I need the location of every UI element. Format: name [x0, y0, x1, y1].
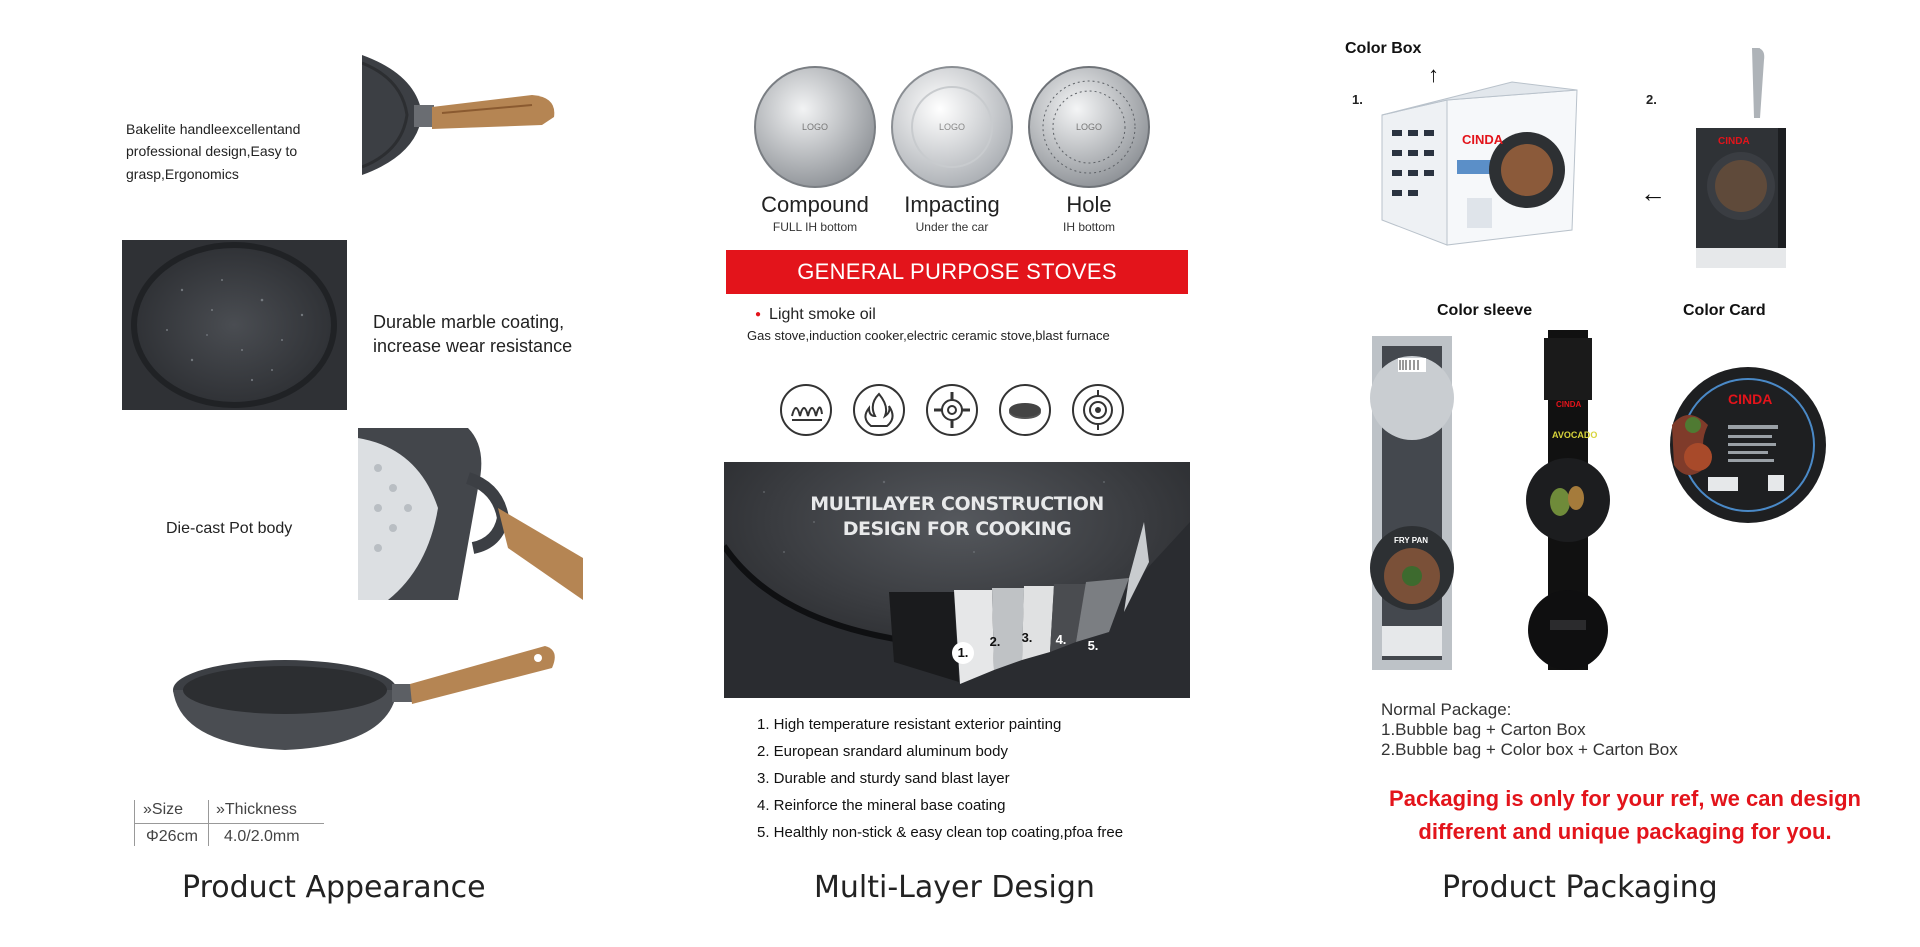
normal-package-title: Normal Package: — [1381, 700, 1512, 719]
hole-name: Hole — [1066, 192, 1112, 217]
layer-item-1: 1. High temperature resistant exterior p… — [757, 716, 1062, 733]
hole-sub: IH bottom — [1062, 220, 1116, 234]
sleeve-black-product: AVOCADO — [1552, 430, 1598, 440]
construction-heading: MULTILAYER CONSTRUCTION DESIGN FOR COOKI… — [810, 493, 1104, 540]
multilayer-panel: LOGO LOGO LOGO Compound FULL IH bottom I… — [700, 0, 1220, 947]
packaging-notice: Packaging is only for your ref, we can d… — [1389, 786, 1861, 844]
sleeve-black-image: CINDA AVOCADO — [1520, 330, 1620, 670]
handle-description: Bakelite handleexcellentand professional… — [126, 121, 301, 182]
gift-box-image: CINDA — [1696, 47, 1786, 268]
spec-divider-vertical-1 — [134, 800, 135, 846]
construction-photo: MULTILAYER CONSTRUCTION DESIGN FOR COOKI… — [724, 462, 1190, 698]
layer-number-5: 5. — [1087, 638, 1099, 653]
color-sleeve-label: Color sleeve — [1437, 302, 1533, 319]
layer-item-3: 3. Durable and sturdy sand blast layer — [757, 770, 1010, 787]
layer-number-4: 4. — [1055, 632, 1067, 647]
color-box-label: Color Box — [1345, 40, 1422, 57]
spec-size-value: Φ26cm — [146, 828, 198, 845]
layer-item-4: 4. Reinforce the mineral base coating — [757, 797, 1006, 814]
spec-thickness-label: »Thickness — [216, 801, 297, 818]
svg-text:LOGO: LOGO — [1076, 122, 1102, 132]
color-box-brand: CINDA — [1462, 132, 1504, 147]
layer-number-3: 3. — [1021, 630, 1033, 645]
hole-label: Hole IH bottom — [1024, 192, 1154, 234]
bullet-dot-icon: ● — [755, 309, 762, 320]
light-smoke-bullet: ●Light smoke oil — [755, 306, 876, 323]
layer-item-5: 5. Healthly non-stick & easy clean top c… — [757, 824, 1124, 841]
layer-number-1: 1. — [952, 642, 974, 664]
spec-divider-horizontal — [134, 823, 324, 824]
compound-name: Compound — [761, 192, 869, 217]
appearance-panel: Bakelite handleexcellentand professional… — [0, 0, 620, 947]
impacting-disc: LOGO — [890, 65, 1014, 194]
number-1-label: 1. — [1352, 92, 1363, 107]
impacting-name: Impacting — [904, 192, 1000, 217]
svg-text:LOGO: LOGO — [939, 122, 965, 132]
packaging-panel: Color Box ↑ 1. 2. CINDA ← — [1300, 0, 1920, 947]
chevron-right-icon: » — [216, 801, 225, 818]
compound-disc: LOGO — [753, 65, 877, 194]
packaging-title: Product Packaging — [1442, 870, 1718, 905]
compound-label: Compound FULL IH bottom — [750, 192, 880, 234]
svg-text:LOGO: LOGO — [802, 122, 828, 132]
induction-coil-icon — [780, 384, 832, 436]
color-box-image: CINDA — [1372, 80, 1582, 255]
spec-divider-vertical-2 — [208, 800, 209, 846]
sleeve-black-brand: CINDA — [1556, 400, 1582, 409]
sleeve-grey-product: FRY PAN — [1394, 536, 1429, 545]
impacting-label: Impacting Under the car — [887, 192, 1017, 234]
normal-package-1: 1.Bubble bag + Carton Box — [1381, 720, 1586, 739]
number-2-label: 2. — [1646, 92, 1657, 107]
side-view-photo — [160, 640, 560, 755]
gas-burner-icon — [926, 384, 978, 436]
spec-thickness-value: 4.0/2.0mm — [224, 828, 300, 845]
multilayer-title: Multi-Layer Design — [814, 870, 1095, 905]
spec-size-label: »Size — [143, 801, 184, 818]
normal-package-2: 2.Bubble bag + Color box + Carton Box — [1381, 740, 1678, 759]
hole-disc: LOGO — [1027, 65, 1151, 194]
coating-description: Durable marble coating, increase wear re… — [373, 312, 573, 357]
layer-item-2: 2. European srandard aluminum body — [757, 743, 1008, 760]
impacting-sub: Under the car — [915, 220, 989, 234]
arrow-left-icon: ← — [1640, 178, 1666, 208]
color-card-image: CINDA — [1668, 365, 1828, 525]
ceramic-plate-icon — [999, 384, 1051, 436]
body-description: Die-cast Pot body — [166, 520, 293, 537]
electric-hob-icon — [1072, 384, 1124, 436]
appearance-title: Product Appearance — [182, 870, 486, 905]
body-photo — [358, 428, 583, 600]
general-purpose-banner: GENERAL PURPOSE STOVES — [726, 250, 1188, 294]
color-card-brand: CINDA — [1728, 391, 1773, 407]
coating-photo — [122, 240, 347, 410]
color-card-label: Color Card — [1683, 302, 1766, 319]
sleeve-grey-image: FRY PAN — [1368, 336, 1456, 670]
flame-icon — [853, 384, 905, 436]
compound-sub: FULL IH bottom — [772, 220, 858, 234]
arrow-up-icon: ↑ — [1428, 62, 1439, 87]
layer-number-2: 2. — [989, 634, 1001, 649]
stove-list: Gas stove,induction cooker,electric cera… — [747, 328, 1110, 343]
gift-box-brand: CINDA — [1718, 136, 1750, 147]
handle-photo — [362, 55, 562, 175]
chevron-right-icon: » — [143, 801, 152, 818]
